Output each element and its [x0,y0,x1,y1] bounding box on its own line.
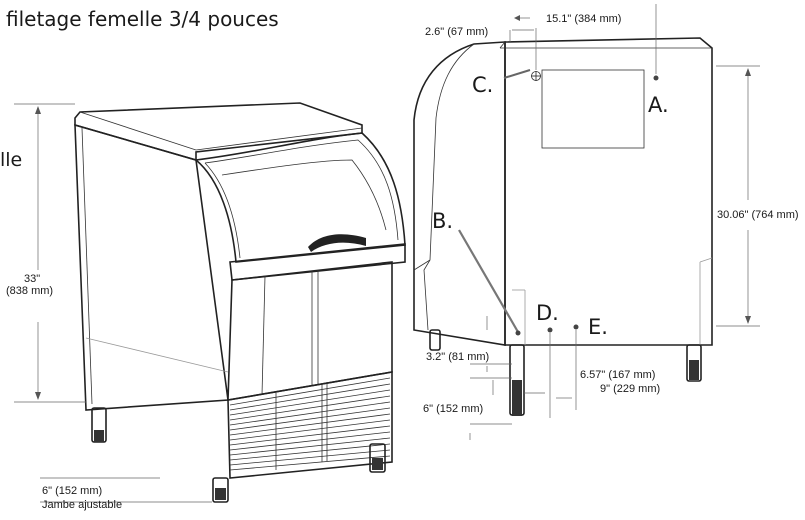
right-dimensions [469,15,760,440]
dim-d-distance: 6.57" (167 mm) [580,369,655,381]
rear-side-panel [413,41,506,346]
machine-side-panel [74,123,229,411]
right-height-dim: 30.06" (764 mm) [717,209,799,221]
door-handle [308,234,366,252]
right-ice-machine [413,4,713,416]
point-d-marker [547,327,553,333]
side-truncated-text: lle [0,149,22,171]
front-grille [227,371,393,479]
point-b-marker [515,330,521,336]
front-panel [227,261,393,401]
point-b-leader [458,229,519,333]
thread-spec-text: filetage femelle 3/4 pouces [6,7,279,31]
machine-top-lid [74,102,363,162]
machine-legs [91,407,386,503]
bin-door [194,132,406,263]
point-b-label: B. [432,209,453,233]
height-dimension-mm: (838 mm) [6,285,53,297]
left-dimensions [14,103,212,503]
rear-leg-dim: 6" (152 mm) [423,403,483,415]
point-a-label: A. [648,93,669,117]
dim-b-height: 3.2" (81 mm) [426,351,489,363]
rear-legs [429,329,702,416]
grille-louvers [229,377,391,471]
point-d-label: D. [536,301,559,325]
rear-vent-panel [541,69,645,149]
height-dimension-label: 33" [24,273,40,285]
dim-e-distance: 9" (229 mm) [600,383,660,395]
point-e-label: E. [588,315,608,339]
top-dim-15-1: 15.1" (384 mm) [546,13,621,25]
point-e-marker [573,324,579,330]
leg-dimension-label: 6" (152 mm) [42,485,102,497]
rear-back-panel [504,37,713,346]
left-ice-machine [74,102,406,503]
point-a-marker [653,75,659,81]
top-dim-2-6: 2.6" (67 mm) [425,26,488,38]
leg-caption: Jambe ajustable [42,499,122,511]
point-c-label: C. [472,73,493,97]
